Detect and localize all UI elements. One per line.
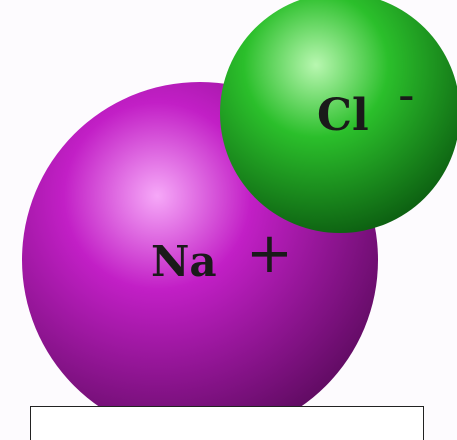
- sodium-charge-label: +: [246, 221, 293, 286]
- sodium-symbol-label: Na: [151, 237, 217, 286]
- chloride-ion-sphere: [220, 0, 457, 233]
- caption-box: [30, 406, 424, 440]
- chloride-symbol-label: Cl: [317, 90, 369, 141]
- chloride-charge-label: -: [398, 68, 415, 122]
